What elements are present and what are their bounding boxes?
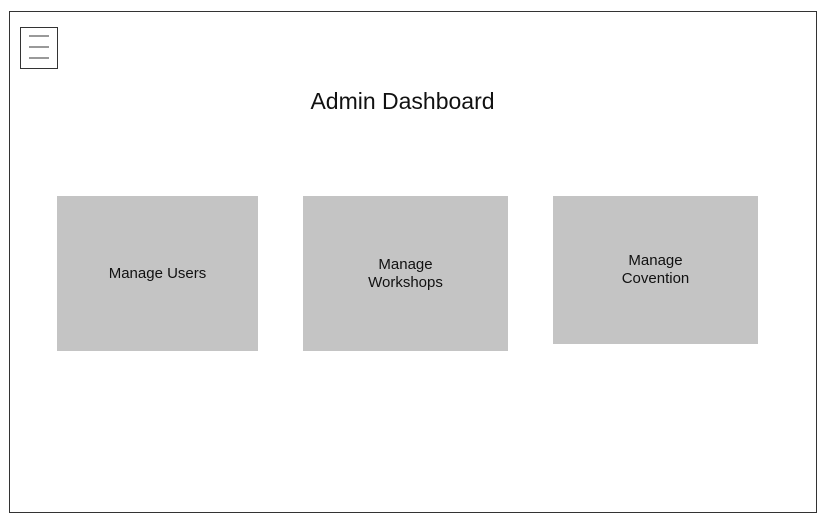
app-window xyxy=(9,11,817,513)
manage-convention-tile[interactable]: Manage Covention xyxy=(553,196,758,344)
manage-workshops-tile[interactable]: Manage Workshops xyxy=(303,196,508,351)
manage-users-label: Manage Users xyxy=(108,264,207,282)
manage-users-tile[interactable]: Manage Users xyxy=(57,196,258,351)
menu-button[interactable] xyxy=(20,27,58,69)
manage-workshops-label: Manage Workshops xyxy=(368,255,443,291)
hamburger-menu-icon xyxy=(29,35,49,59)
page-title: Admin Dashboard xyxy=(310,88,495,114)
manage-convention-label: Manage Covention xyxy=(621,252,690,287)
